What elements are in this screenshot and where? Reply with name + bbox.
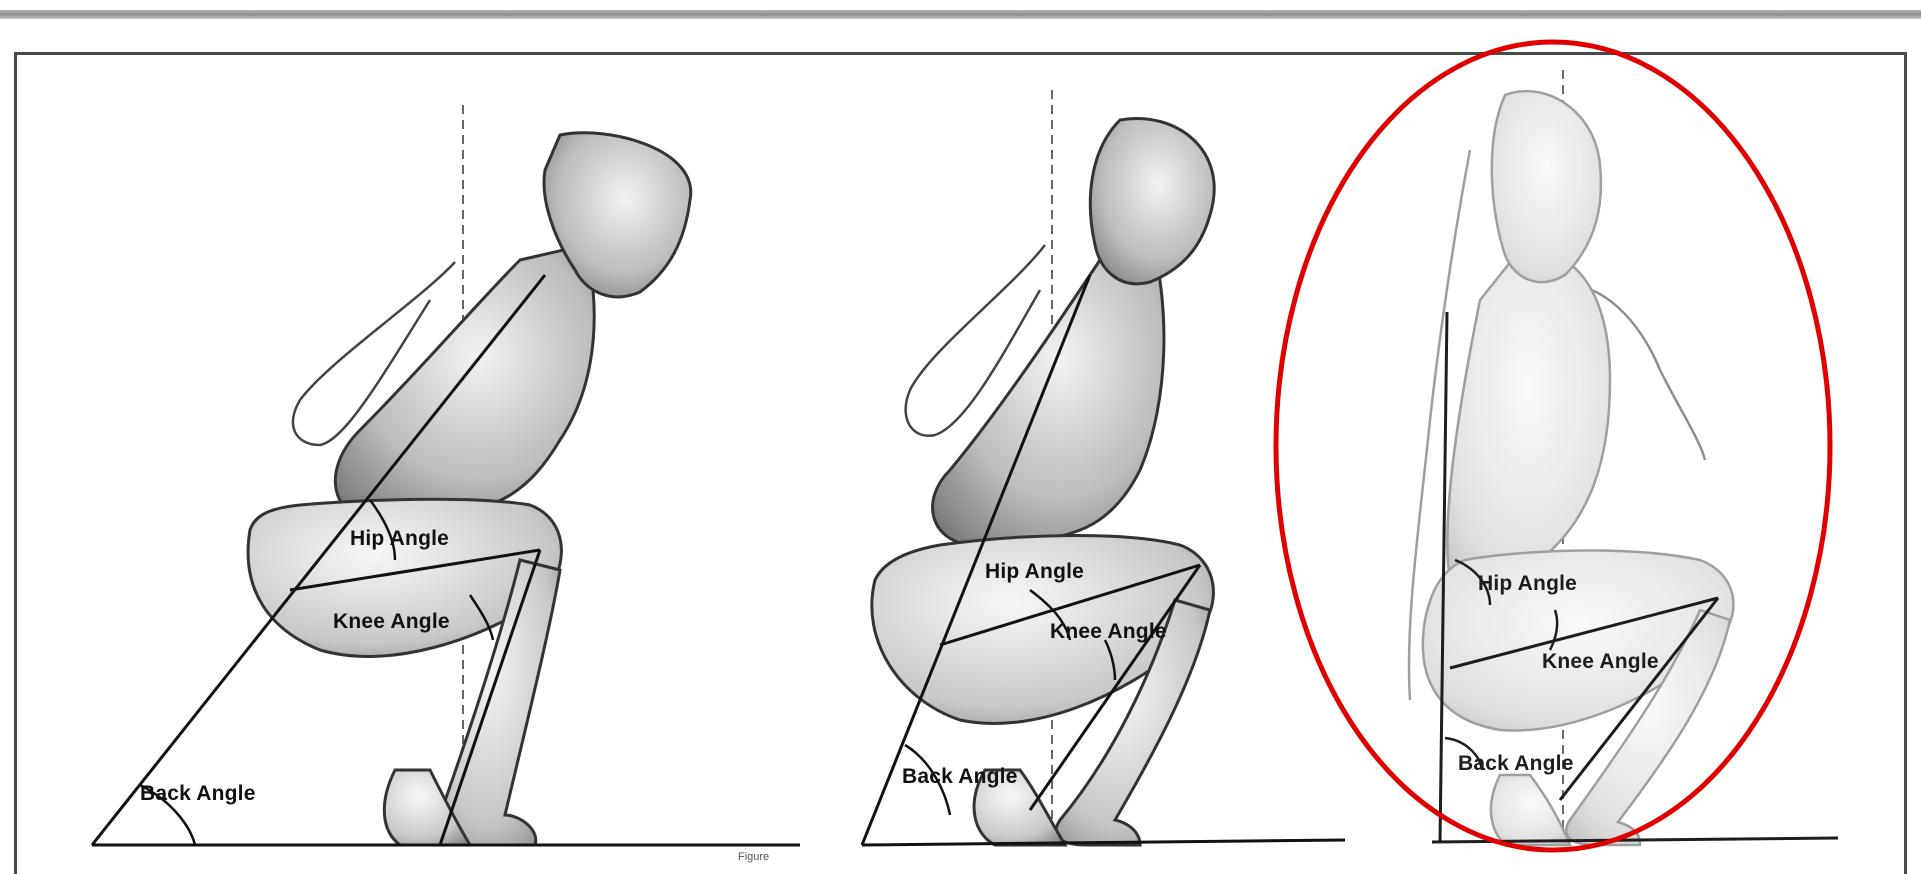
floor-stamp: Figure (738, 851, 769, 863)
knee-angle-label: Knee Angle (333, 610, 450, 633)
hip-angle-label: Hip Angle (350, 527, 449, 550)
head (1090, 118, 1214, 283)
squat-figure-1: Hip Angle Knee Angle Back Angle Figure (92, 105, 800, 863)
foot (1491, 775, 1570, 845)
knee-angle-label: Knee Angle (1050, 620, 1167, 643)
squat-figure-3: Hip Angle Knee Angle Back Angle (1409, 70, 1838, 845)
back-angle-label: Back Angle (902, 765, 1018, 788)
knee-angle-label: Knee Angle (1542, 650, 1659, 673)
back-angle-label: Back Angle (140, 782, 256, 805)
torso (1447, 250, 1610, 591)
squat-figure-2: Hip Angle Knee Angle Back Angle (862, 90, 1345, 845)
hip-angle-label: Hip Angle (985, 560, 1084, 583)
torso (335, 245, 594, 520)
head (1492, 91, 1601, 282)
back-angle-label: Back Angle (1458, 752, 1574, 775)
hip-angle-label: Hip Angle (1478, 572, 1577, 595)
